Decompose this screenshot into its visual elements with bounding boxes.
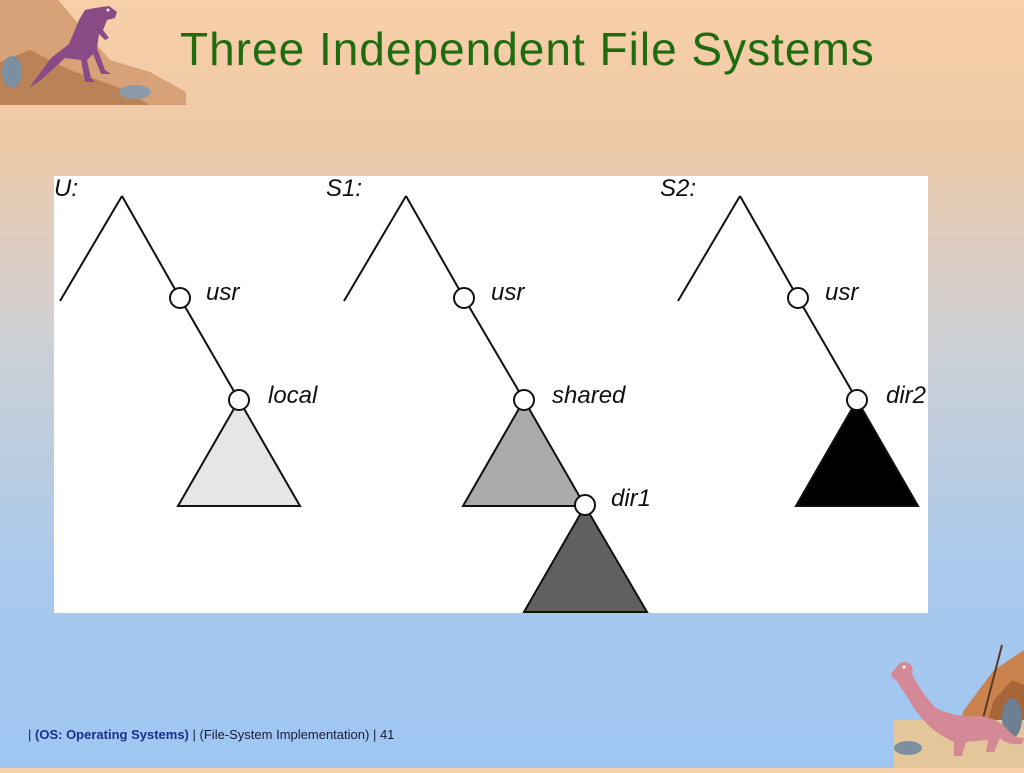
slide-footer: | (OS: Operating Systems) | (File-System…	[28, 727, 394, 742]
fs-label: U:	[54, 176, 78, 202]
fs-label: S1:	[326, 176, 362, 202]
footer-separator: |	[28, 727, 32, 742]
footer-chapter: (File-System Implementation)	[199, 727, 370, 742]
fs-s2: S2: usr dir2	[660, 176, 926, 507]
subtree-triangle	[461, 397, 587, 507]
directory-node	[787, 287, 809, 309]
footer-separator: |	[372, 727, 377, 742]
fs-s1: S1: usr shared dir1	[326, 176, 651, 613]
node-label: dir2	[886, 382, 926, 409]
directory-node	[513, 389, 535, 411]
subtree-triangle	[522, 504, 649, 613]
node-label: local	[268, 382, 318, 409]
node-label: usr	[825, 279, 859, 306]
dinosaur-trex-icon	[0, 0, 190, 105]
fs-u: U: usr local	[54, 176, 318, 507]
dinosaur-brontosaurus-icon	[884, 640, 1024, 768]
node-label: shared	[552, 382, 626, 409]
directory-node	[228, 389, 250, 411]
directory-node	[169, 287, 191, 309]
node-label: usr	[206, 279, 240, 306]
directory-node	[453, 287, 475, 309]
footer-separator: |	[192, 727, 196, 742]
directory-node	[574, 494, 596, 516]
fs-label: S2:	[660, 176, 696, 202]
footer-course: (OS: Operating Systems)	[35, 727, 189, 742]
slide-title: Three Independent File Systems	[180, 23, 875, 75]
node-label: dir1	[611, 485, 651, 512]
node-label: usr	[491, 279, 525, 306]
subtree-triangle	[794, 397, 920, 507]
directory-node	[846, 389, 868, 411]
file-system-diagram: U: usr local S1: usr shared dir1	[54, 176, 928, 613]
subtree-triangle	[176, 397, 302, 507]
footer-page-number: 41	[379, 727, 395, 742]
